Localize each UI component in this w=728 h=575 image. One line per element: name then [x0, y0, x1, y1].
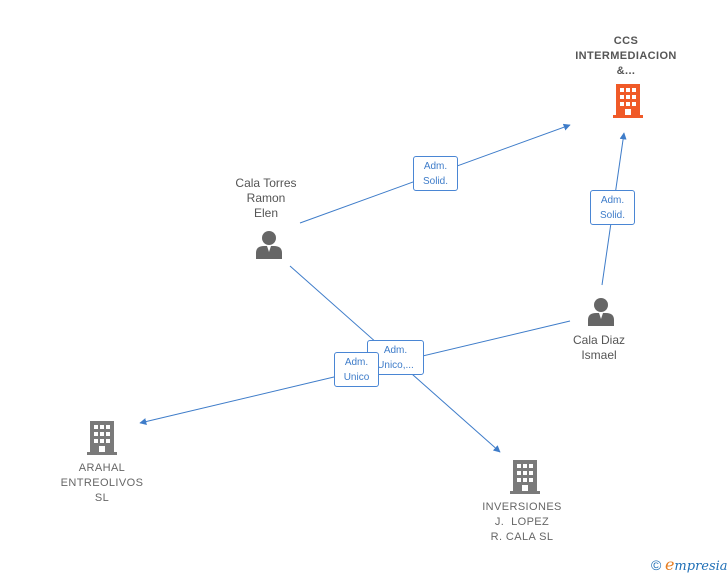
building-icon[interactable]	[86, 421, 118, 455]
brand-name: mpresia	[674, 559, 728, 574]
edge-label-line: Adm.	[600, 195, 625, 206]
ccs-label-line-2: INTERMEDIACION	[575, 50, 677, 62]
edge-label-diaz-ccs[interactable]: Adm. Solid.	[590, 190, 635, 225]
edge-label-torres-ccs[interactable]: Adm. Solid.	[413, 156, 458, 191]
person-icon[interactable]	[586, 297, 616, 327]
cala-diaz-label-line-2: Ismael	[581, 348, 617, 362]
cala-torres-label-line-2: Ramon	[246, 191, 286, 205]
edge-label-line: Solid.	[599, 210, 625, 221]
cala-diaz-label-line-1: Cala Diaz	[572, 333, 626, 347]
edge-label-line: Adm.	[423, 161, 448, 172]
inversiones-label-line-3: R. CALA SL	[490, 531, 554, 543]
edge-label-line: Unico	[343, 372, 370, 383]
person-icon[interactable]	[254, 230, 284, 260]
edge-label-line: Adm.	[383, 345, 408, 356]
cala-diaz-label[interactable]: Cala Diaz Ismael	[549, 333, 649, 363]
cala-torres-label[interactable]: Cala Torres Ramon Elen	[216, 176, 316, 221]
inversiones-label-line-1: INVERSIONES	[482, 501, 562, 513]
brand-initial: e	[664, 555, 675, 574]
arahal-label-line-2: ENTREOLIVOS	[60, 477, 144, 489]
copyright-icon: ©	[651, 557, 662, 573]
arahal-label-line-3: SL	[94, 492, 110, 504]
building-icon[interactable]	[612, 84, 644, 118]
cala-torres-label-line-3: Elen	[253, 206, 279, 220]
arahal-label-line-1: ARAHAL	[78, 462, 126, 474]
ccs-label-line-1: CCS	[613, 35, 639, 47]
arahal-company-label[interactable]: ARAHAL ENTREOLIVOS SL	[52, 461, 152, 506]
edge-label-line: Unico,...	[377, 360, 414, 371]
edge-label-line: Adm.	[344, 357, 369, 368]
inversiones-label-line-2: J. LOPEZ	[494, 516, 550, 528]
edge-label-diaz-arahal[interactable]: Adm. Unico	[334, 352, 379, 387]
empresia-logo: © empresia	[651, 555, 728, 574]
edge-label-line: Solid.	[422, 176, 448, 187]
building-icon[interactable]	[509, 460, 541, 494]
cala-torres-label-line-1: Cala Torres	[235, 176, 297, 190]
inversiones-company-label[interactable]: INVERSIONES J. LOPEZ R. CALA SL	[472, 500, 572, 545]
ccs-company-label[interactable]: CCS INTERMEDIACION &...	[566, 34, 686, 79]
ccs-label-line-3: &...	[616, 65, 636, 77]
